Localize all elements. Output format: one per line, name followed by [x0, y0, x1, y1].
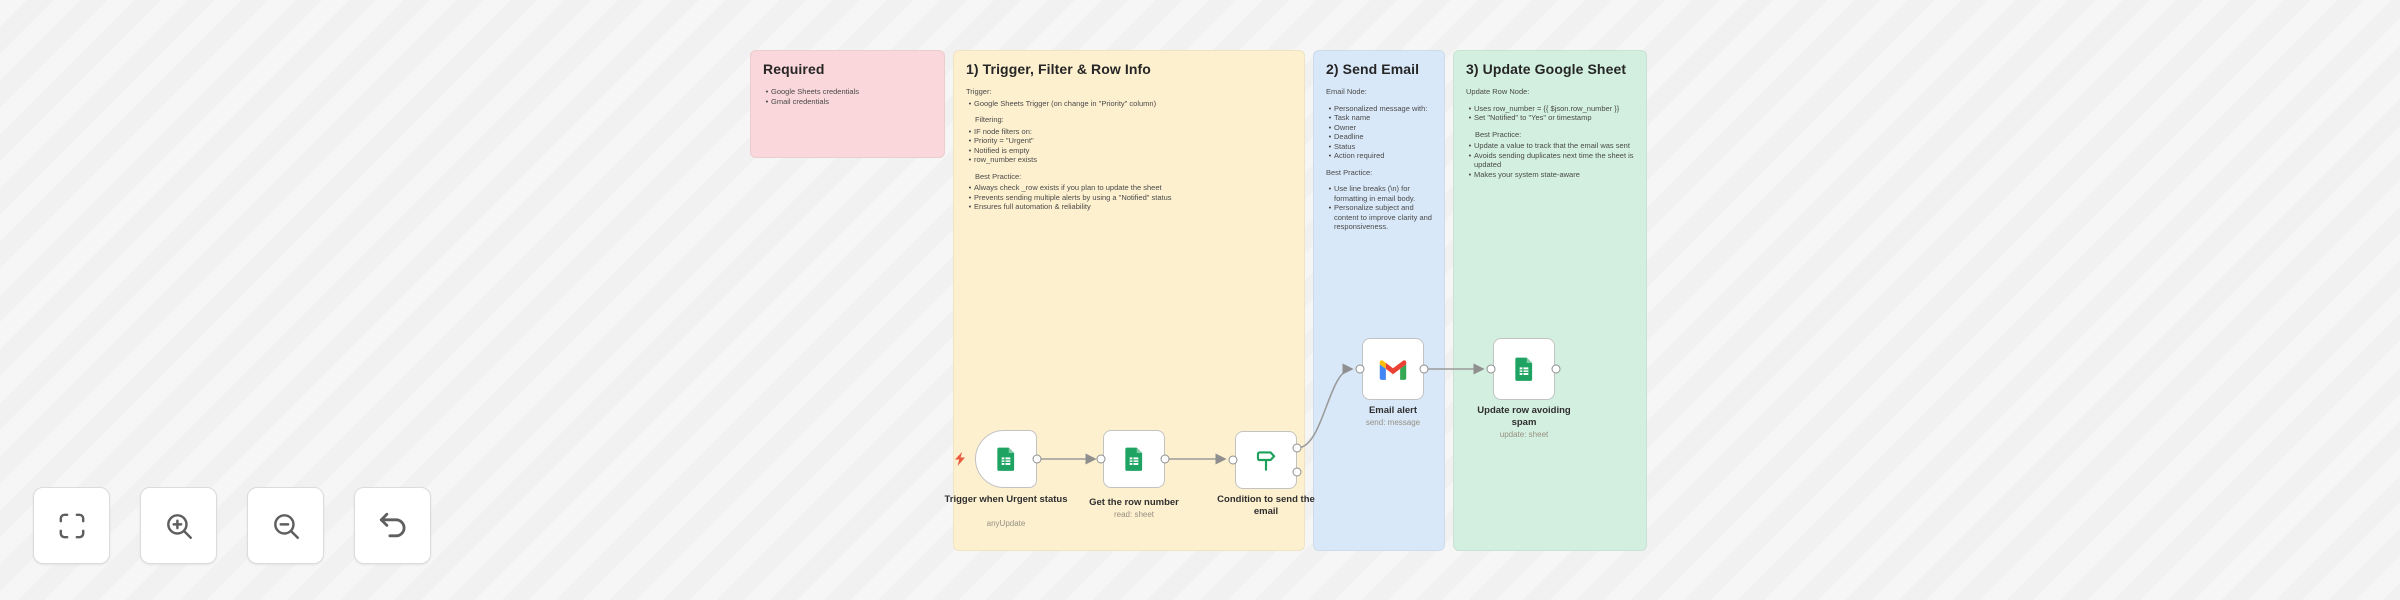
note-body: Trigger: •Google Sheets Trigger (on chang… [966, 87, 1292, 212]
note-bullet: •Uses row_number = {{ $json.row_number }… [1468, 103, 1620, 113]
sticky-note-send-email[interactable]: 2) Send Email Email Node: •Personalized m… [1313, 50, 1445, 551]
zoom-out-icon [273, 513, 299, 539]
fit-view-button[interactable] [33, 487, 110, 564]
note-bullet: •Update a value to track that the email … [1468, 141, 1630, 150]
connection-if-true-to-email[interactable] [1296, 363, 1354, 449]
note-section-label: Best Practice: [1326, 167, 1373, 177]
note-bullet: •Gmail credentials [765, 96, 829, 106]
port-trigger-output[interactable] [1032, 454, 1042, 464]
google-sheets-icon [1515, 357, 1533, 381]
note-body: Update Row Node: •Uses row_number = {{ $j… [1466, 87, 1634, 179]
zoom-in-button[interactable] [140, 487, 217, 564]
note-title: 1) Trigger, Filter & Row Info [966, 61, 1151, 77]
sticky-note-required[interactable]: Required •Google Sheets credentials•Gmai… [750, 50, 945, 158]
port-getrow-input[interactable] [1096, 454, 1106, 464]
note-bullet: •Action required [1328, 151, 1385, 160]
node-label: Condition to send the email [1217, 494, 1315, 517]
port-update-input[interactable] [1486, 364, 1496, 374]
note-title: 3) Update Google Sheet [1466, 61, 1627, 77]
port-email-output[interactable] [1419, 364, 1429, 374]
node-condition-to-send-the-email[interactable] [1235, 431, 1297, 489]
note-bullet: •Avoids sending duplicates next time the… [1468, 150, 1634, 170]
gmail-icon [1379, 359, 1407, 380]
undo-button[interactable] [354, 487, 431, 564]
node-get-the-row-number[interactable] [1103, 430, 1165, 488]
note-bullet: •Personalized message with: [1328, 103, 1428, 113]
zoom-in-icon [166, 513, 192, 539]
node-label: Get the row number [1089, 497, 1179, 508]
note-section-label: Filtering: [975, 115, 1004, 124]
node-sublabel: read: sheet [1113, 510, 1155, 519]
note-bullet: •Google Sheets Trigger (on change in "Pr… [968, 98, 1157, 108]
note-bullet: •Google Sheets credentials [765, 87, 859, 96]
note-section-label: Email Node: [1326, 87, 1367, 96]
note-bullet: •IF node filters on: [968, 126, 1032, 136]
node-sublabel: anyUpdate [986, 519, 1026, 528]
note-section-label: Best Practice: [1475, 129, 1522, 139]
fit-view-icon [59, 513, 84, 538]
note-bullet: •Set "Notified" to "Yes" or timestamp [1468, 113, 1592, 122]
port-update-output[interactable] [1551, 364, 1561, 374]
canvas-controls [33, 487, 431, 564]
google-sheets-icon [997, 447, 1015, 471]
if-signpost-icon [1256, 451, 1276, 471]
note-bullet: •Deadline [1328, 132, 1364, 141]
sticky-note-update-google-sheet[interactable]: 3) Update Google Sheet Update Row Node: •… [1453, 50, 1647, 551]
note-bullet: •row_number exists [968, 155, 1037, 164]
port-email-input[interactable] [1355, 364, 1365, 374]
node-sublabel: send: message [1365, 418, 1421, 427]
note-title: 2) Send Email [1326, 61, 1420, 77]
note-bullet: •Notified is empty [968, 145, 1030, 155]
note-bullet: •Task name [1328, 113, 1371, 122]
port-if-output-false[interactable] [1292, 467, 1302, 477]
node-label: Trigger when Urgent status [944, 494, 1068, 505]
note-body: Email Node: •Personalized message with:•T… [1326, 87, 1432, 232]
trigger-bolt-icon [955, 452, 965, 466]
note-bullet: •Use line breaks (\n) for formatting in … [1328, 184, 1416, 203]
note-bullet: •Status [1328, 141, 1356, 151]
note-section-label: Trigger: [966, 87, 992, 96]
note-body: •Google Sheets credentials•Gmail credent… [763, 87, 932, 106]
note-bullet: •Makes your system state-aware [1468, 169, 1580, 179]
node-update-row-avoiding-spam[interactable] [1493, 338, 1555, 400]
note-bullet: •Priority = "Urgent" [968, 136, 1034, 145]
port-getrow-output[interactable] [1160, 454, 1170, 464]
zoom-out-button[interactable] [247, 487, 324, 564]
note-section-label: Update Row Node: [1466, 87, 1530, 96]
note-bullet: •Owner [1328, 122, 1357, 132]
node-label: Email alert [1368, 405, 1418, 416]
google-sheets-icon [1125, 447, 1143, 471]
note-bullet: •Prevents sending multiple alerts by usi… [968, 192, 1172, 202]
note-bullet: •Always check _row exists if you plan to… [968, 183, 1162, 192]
node-label: Update row avoiding spam [1477, 405, 1571, 428]
note-bullet: •Personalize subject and content to impr… [1328, 203, 1432, 231]
port-if-output-true[interactable] [1292, 443, 1302, 453]
undo-icon [379, 512, 405, 537]
node-sublabel: update: sheet [1499, 430, 1549, 439]
node-email-alert[interactable] [1362, 338, 1424, 400]
note-section-label: Best Practice: [975, 171, 1022, 181]
node-trigger-when-urgent-status[interactable] [975, 430, 1037, 488]
note-title: Required [763, 61, 825, 77]
port-if-input[interactable] [1228, 455, 1238, 465]
note-bullet: •Ensures full automation & reliability [968, 202, 1091, 211]
